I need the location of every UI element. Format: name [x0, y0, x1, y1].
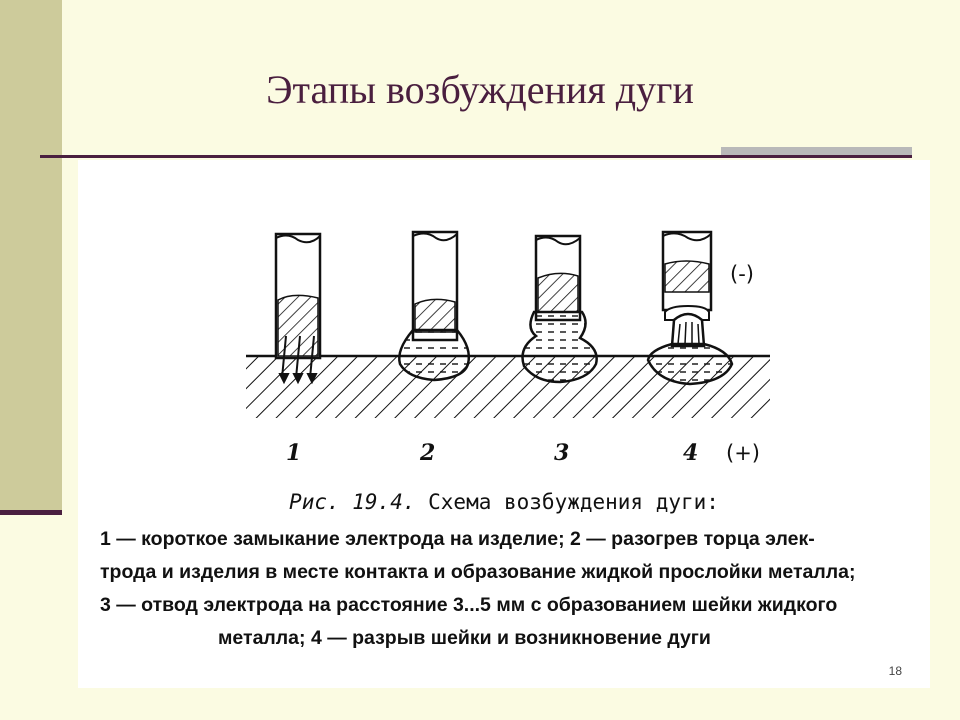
stage-1-electrode: [274, 232, 322, 385]
title-rule-accent: [721, 147, 912, 157]
figure-caption-heading: Схема возбуждения дуги:: [428, 490, 719, 514]
title-rule: [40, 155, 912, 158]
side-accent-bar: [0, 0, 62, 510]
stage-label-1: 1: [286, 440, 302, 466]
slide-title: Этапы возбуждения дуги: [266, 67, 694, 112]
stage-label-3: 3: [554, 440, 570, 466]
caption-line-4: металла; 4 — разрыв шейки и возникновени…: [218, 627, 711, 649]
caption-line-2: трода и изделия в месте контакта и образ…: [100, 561, 856, 583]
side-accent-rule: [0, 510, 62, 515]
figure-caption-title: Рис. 19.4. Схема возбуждения дуги:: [78, 490, 930, 514]
electrode-polarity: (-): [730, 262, 754, 286]
caption-line-3: 3 — отвод электрода на расстояние 3...5 …: [100, 594, 838, 616]
figure-caption-prefix: Рис. 19.4.: [289, 490, 416, 514]
stage-2-electrode: [398, 230, 471, 382]
slide-number: 18: [888, 664, 902, 678]
stage-4-electrode: [646, 230, 734, 386]
arc-ignition-diagram: [246, 230, 770, 418]
figure-panel: 1 2 3 4 (-) (+) Рис. 19.4. Схема возбужд…: [78, 160, 930, 688]
caption-line-1: 1 — короткое замыкание электрода на изде…: [100, 528, 815, 550]
stage-3-electrode: [521, 234, 598, 384]
stage-label-4: 4: [683, 440, 699, 466]
stage-label-2: 2: [420, 440, 436, 466]
workpiece-polarity: (+): [726, 441, 760, 465]
